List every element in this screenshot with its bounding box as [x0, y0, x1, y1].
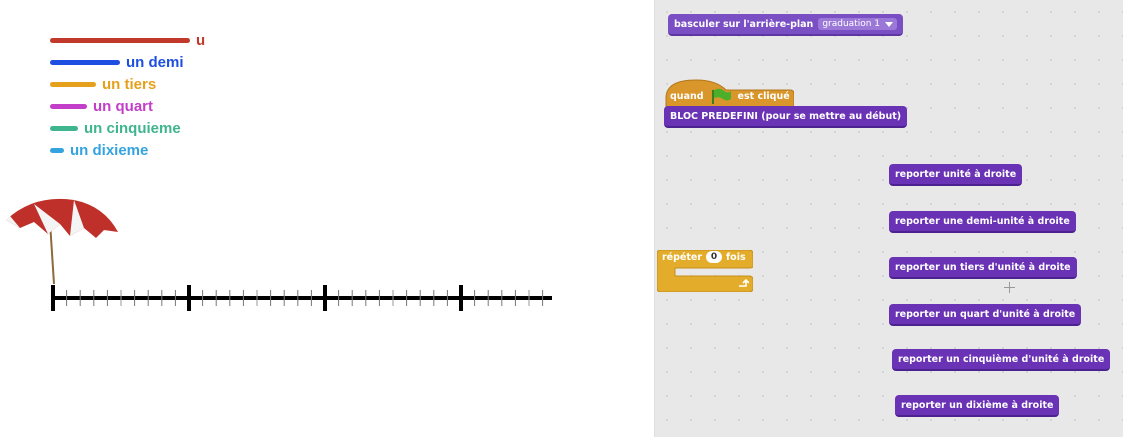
report-quarter-unit-block[interactable]: reporter un quart d'unité à droite	[889, 304, 1082, 326]
legend-row: un demi	[50, 52, 184, 72]
legend-color-bar	[50, 59, 120, 65]
report-tenth-unit-label: reporter un dixième à droite	[901, 399, 1054, 411]
legend-color-bar	[50, 103, 87, 109]
umbrella-sprite[interactable]	[4, 192, 124, 292]
report-half-unit-block[interactable]: reporter une demi-unité à droite	[889, 211, 1076, 233]
legend-label: un cinquieme	[84, 119, 181, 137]
hat-block-content: quand est cliqué	[666, 86, 794, 106]
legend-label: un quart	[93, 97, 153, 115]
repeat-block-header: répéter 0 fois	[658, 248, 750, 266]
report-quarter-unit-label: reporter un quart d'unité à droite	[895, 308, 1076, 320]
legend-color-bar	[50, 37, 190, 43]
legend-row: un cinquieme	[50, 118, 181, 138]
legend-row: u	[50, 30, 205, 50]
repeat-count-input[interactable]: 0	[706, 251, 723, 263]
legend-label: un demi	[126, 53, 184, 71]
legend-row: un dixieme	[50, 140, 148, 160]
hat-label-before: quand	[670, 90, 704, 102]
switch-backdrop-block[interactable]: basculer sur l'arrière-plan graduation 1	[668, 14, 903, 36]
legend-color-bar	[50, 125, 78, 131]
legend-row: un quart	[50, 96, 153, 116]
legend-label: u	[196, 31, 206, 49]
repeat-label-after: fois	[726, 251, 746, 263]
report-unit-label: reporter unité à droite	[895, 168, 1017, 180]
repeat-label-before: répéter	[662, 251, 703, 263]
legend-color-bar	[50, 81, 96, 87]
legend-color-bar	[50, 147, 64, 153]
backdrop-dropdown[interactable]: graduation 1	[818, 18, 897, 30]
dropdown-caret-icon	[885, 21, 893, 27]
report-tenth-unit-block[interactable]: reporter un dixième à droite	[895, 395, 1060, 417]
backdrop-dropdown-value: graduation 1	[822, 19, 880, 29]
predefined-block-label: BLOC PREDEFINI (pour se mettre au début)	[670, 110, 902, 122]
legend-label: un tiers	[102, 75, 157, 93]
report-third-unit-block[interactable]: reporter un tiers d'unité à droite	[889, 257, 1077, 279]
hat-label-after: est cliqué	[737, 90, 790, 102]
legend-label: un dixieme	[70, 141, 149, 159]
switch-backdrop-label: basculer sur l'arrière-plan	[674, 18, 814, 30]
report-fifth-unit-block[interactable]: reporter un cinquième d'unité à droite	[892, 349, 1111, 371]
stage: u un demi un tiers un quart un cinquieme un d…	[0, 0, 560, 437]
report-unit-block[interactable]: reporter unité à droite	[889, 164, 1023, 186]
report-half-unit-label: reporter une demi-unité à droite	[895, 215, 1070, 227]
report-third-unit-label: reporter un tiers d'unité à droite	[895, 261, 1071, 273]
number-line	[51, 285, 552, 311]
green-flag-icon	[711, 88, 731, 104]
move-cursor-icon	[1004, 282, 1015, 293]
predefined-block[interactable]: BLOC PREDEFINI (pour se mettre au début)	[664, 106, 908, 128]
legend-row: un tiers	[50, 74, 156, 94]
report-fifth-unit-label: reporter un cinquième d'unité à droite	[898, 353, 1105, 365]
loop-arrow-icon	[739, 278, 749, 287]
